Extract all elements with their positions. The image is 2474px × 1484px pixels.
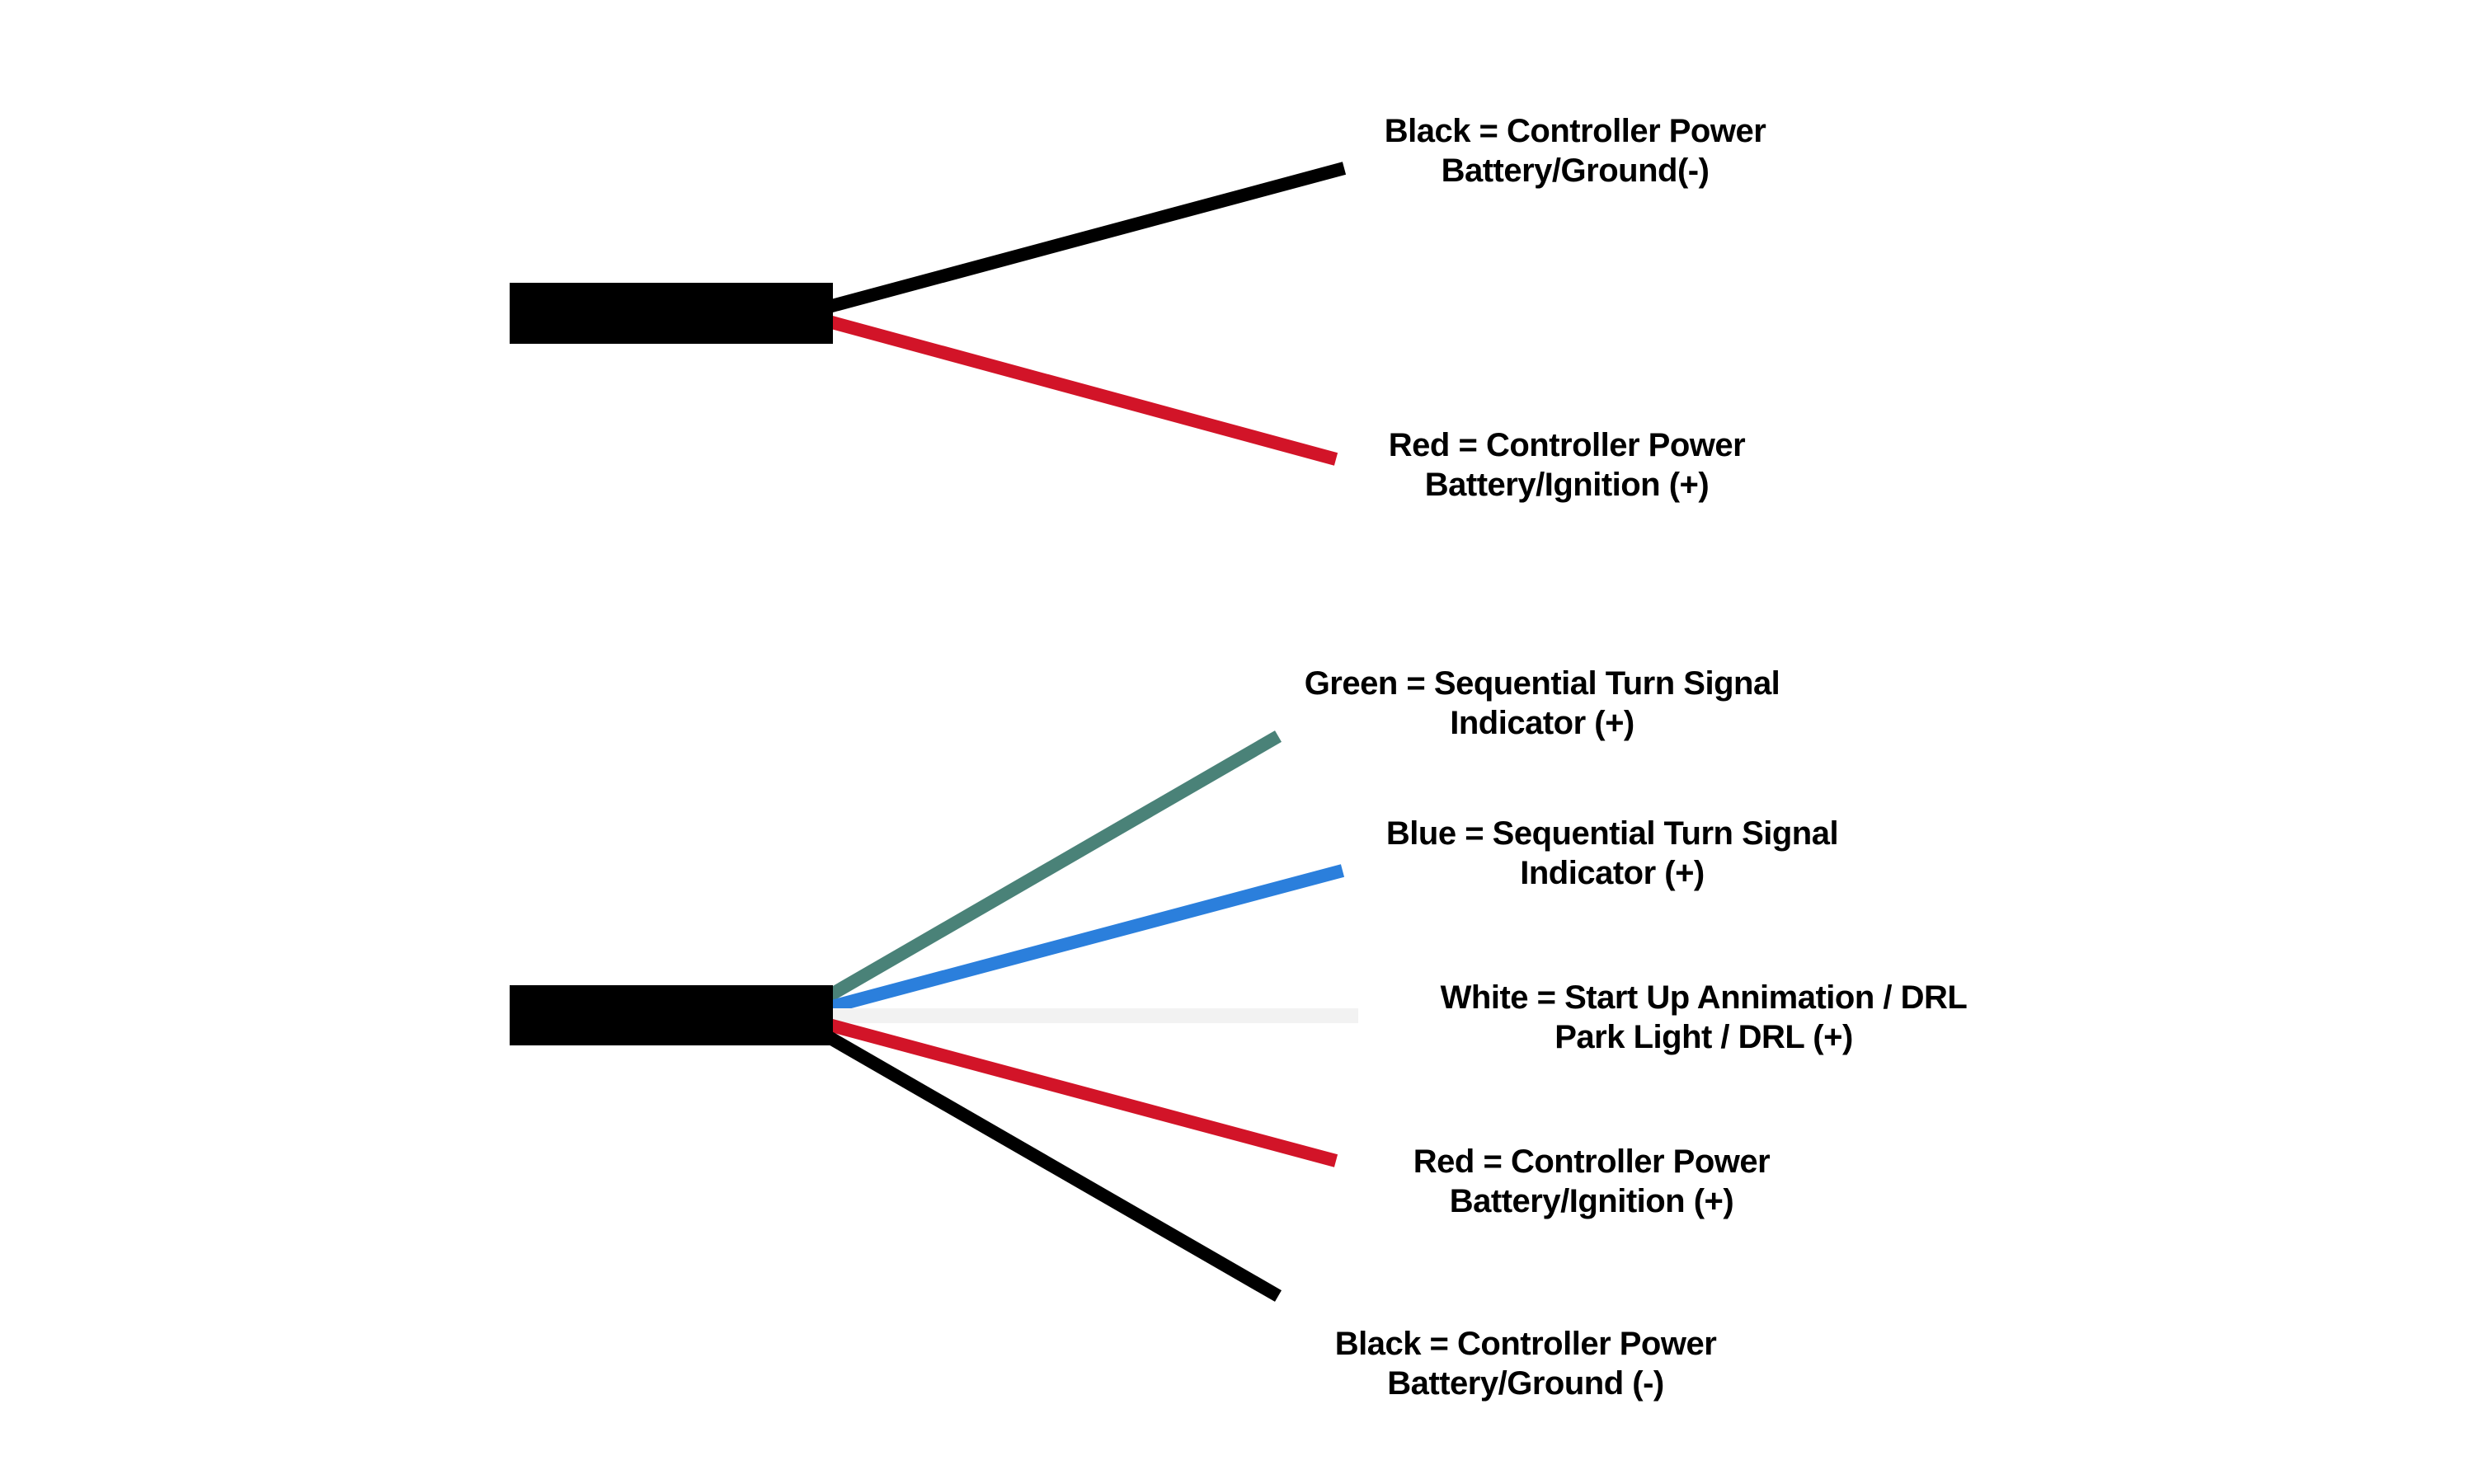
label-line2: Indicator (+) bbox=[1450, 705, 1634, 741]
two-wire-harness bbox=[510, 162, 1347, 466]
wire-label-red-ignition: Red = Controller Power Battery/Ignition … bbox=[1388, 425, 1746, 505]
wire-label-red-ignition: Red = Controller Power Battery/Ignition … bbox=[1413, 1142, 1771, 1221]
label-line1: Blue = Sequential Turn Signal bbox=[1385, 815, 1839, 852]
wire-label-white-drl: White = Start Up Annimation / DRL Park L… bbox=[1441, 978, 1968, 1057]
label-line2: Indicator (+) bbox=[1520, 855, 1705, 891]
label-line2: Battery/Ground (-) bbox=[1387, 1365, 1664, 1402]
cable-jacket bbox=[510, 985, 833, 1045]
label-line1: Black = Controller Power bbox=[1384, 113, 1766, 149]
wire-red bbox=[826, 1018, 1338, 1167]
wire-label-green-turn-signal: Green = Sequential Turn Signal Indicator… bbox=[1305, 664, 1780, 743]
label-line2: Battery/Ignition (+) bbox=[1449, 1183, 1734, 1219]
wire-red bbox=[826, 315, 1338, 466]
label-line1: Black = Controller Power bbox=[1334, 1326, 1717, 1362]
label-line2: Battery/Ground(-) bbox=[1441, 153, 1710, 189]
wire-label-blue-turn-signal: Blue = Sequential Turn Signal Indicator … bbox=[1385, 814, 1839, 893]
label-line2: Park Light / DRL (+) bbox=[1554, 1019, 1853, 1055]
label-line1: White = Start Up Annimation / DRL bbox=[1440, 979, 1968, 1016]
cable-jacket bbox=[510, 283, 833, 344]
label-line2: Battery/Ignition (+) bbox=[1424, 467, 1710, 503]
five-wire-harness bbox=[510, 730, 1358, 1302]
label-line1: Red = Controller Power bbox=[1413, 1144, 1771, 1180]
label-line1: Red = Controller Power bbox=[1388, 427, 1746, 463]
wire-label-black-ground: Black = Controller Power Battery/Ground … bbox=[1335, 1324, 1717, 1403]
wire-label-black-ground: Black = Controller Power Battery/Ground(… bbox=[1385, 111, 1766, 190]
wire-black bbox=[826, 162, 1347, 313]
wire-green bbox=[825, 730, 1282, 1002]
wire-black bbox=[825, 1031, 1282, 1302]
label-line1: Green = Sequential Turn Signal bbox=[1304, 665, 1780, 702]
wire-blue bbox=[826, 864, 1345, 1014]
